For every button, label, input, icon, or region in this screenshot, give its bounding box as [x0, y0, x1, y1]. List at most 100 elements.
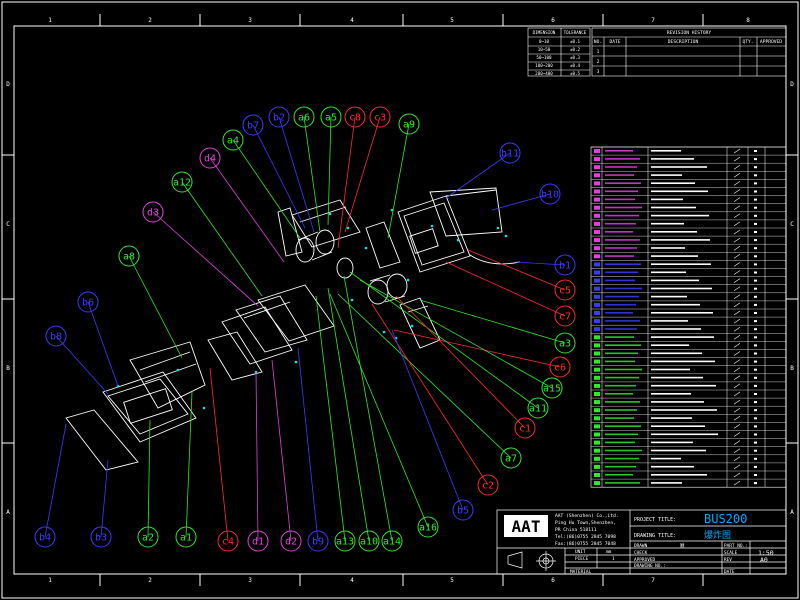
row-label: A [6, 509, 10, 516]
balloon-label: b5 [457, 506, 469, 517]
drawn-value: 顾 [680, 543, 685, 549]
leader-line [252, 124, 306, 229]
bom-row-desc-mark [651, 376, 703, 379]
balloon-label: b4 [39, 533, 51, 544]
bom-row-swatch [594, 432, 600, 437]
balloon-label: a8 [123, 252, 135, 263]
balloon-circle [554, 254, 576, 276]
bom-row-desc-mark [651, 457, 681, 460]
bom-row-partno-mark [605, 303, 636, 306]
bom-row-swatch [594, 375, 600, 380]
bom-row-partno-mark [605, 401, 640, 403]
bom-row-partno-mark [605, 425, 641, 427]
bom-row-qty-mark [754, 328, 757, 331]
leader-line [278, 116, 315, 233]
front-panel-part [102, 341, 206, 443]
bom-row-swatch [594, 221, 600, 226]
bom-row-qty-mark [754, 150, 757, 152]
tolerance-cell: 10~50 [538, 47, 551, 52]
bom-row-partno-mark [605, 231, 633, 233]
balloon-label: a4 [227, 136, 239, 147]
balloon-label: b8 [50, 332, 62, 343]
border-col-labels-bottom: 1 2 3 4 5 6 7 [48, 577, 655, 584]
balloon-label: b9 [312, 537, 324, 548]
revision-table [591, 27, 787, 77]
bom-row-swatch [594, 335, 600, 340]
bom-row-desc-mark [651, 336, 714, 338]
bom-row-swatch [594, 408, 600, 413]
balloon-label: c6 [554, 363, 566, 374]
fastener [328, 212, 332, 216]
bom-row-slash [733, 221, 741, 227]
row-label: D [6, 81, 10, 88]
leader-line [128, 255, 183, 359]
fastener [346, 226, 350, 230]
bom-row-qty-mark [754, 449, 757, 452]
bom-row-slash [733, 286, 741, 291]
leader-line [327, 287, 370, 542]
bom-row-desc-mark [651, 328, 701, 330]
balloon-label: d1 [252, 537, 264, 548]
material-label: MATERIAL [570, 569, 592, 575]
bom-row-partno-mark [605, 384, 636, 387]
balloon-circle [514, 417, 536, 439]
balloon-circle [541, 377, 563, 399]
bom-row-slash [733, 440, 741, 445]
bom-row-partno-mark [605, 279, 635, 282]
title-block-text: PROJECT TITLE: BUS200 DRAWING TITLE: 爆炸图… [570, 512, 774, 575]
leader-line [232, 139, 301, 239]
bom-row-desc-mark [651, 303, 700, 306]
col-label: 2 [148, 577, 152, 584]
balloon-label: a2 [142, 533, 154, 544]
bom-row-qty-mark [754, 206, 757, 209]
bom-row-slash [733, 383, 741, 389]
company-line: Ping Hu Town,Shenzhen, [555, 520, 616, 526]
bom-row-desc-mark [651, 166, 707, 168]
bom-row-qty-mark [754, 174, 757, 177]
bom-row-partno-mark [605, 190, 638, 193]
bom-row-slash [733, 472, 741, 478]
bom-row-slash [733, 189, 741, 194]
bom-row-slash [733, 270, 741, 275]
bom-row-swatch [594, 392, 600, 396]
bom-row-slash [733, 448, 741, 453]
balloon-label: a7 [505, 454, 517, 465]
bom-row-slash [733, 416, 741, 421]
fastener [496, 226, 500, 230]
bom-row-desc-mark [651, 441, 693, 444]
bom-row-slash [733, 245, 741, 251]
balloon-circle [293, 106, 315, 128]
company-line: PR China 518111 [555, 527, 597, 533]
balloon-circle [171, 171, 193, 193]
bom-row-qty-mark [754, 271, 757, 274]
bom-row-desc-mark [651, 190, 708, 193]
bom-row-qty-mark [754, 474, 757, 476]
bom-row-qty-mark [754, 425, 757, 428]
bom-row-slash [733, 164, 741, 170]
leader-line [297, 347, 319, 542]
bom-row-partno-mark [605, 255, 634, 257]
balloon-label: b10 [541, 190, 559, 201]
revision-header: QTY. [742, 39, 753, 45]
bom-row-partno-mark [605, 312, 633, 314]
bom-row-partno-mark [605, 150, 633, 152]
bom-row-qty-mark [754, 376, 757, 379]
leader-line [100, 459, 109, 538]
rear-housing-part [397, 187, 521, 273]
fastener [294, 360, 298, 364]
bom-row-slash [733, 156, 741, 162]
balloon-label: a13 [336, 537, 354, 548]
balloon-label: a11 [529, 404, 547, 415]
bom-row-desc-mark [651, 247, 685, 249]
balloon-label: a14 [383, 537, 401, 548]
fastener [350, 298, 354, 302]
bom-row-slash [733, 197, 741, 202]
row-label: B [6, 365, 10, 372]
bom-row-slash [733, 254, 741, 259]
bom-row-slash [733, 173, 741, 178]
bom-row-partno-mark [605, 222, 636, 225]
row-label: A [790, 509, 794, 516]
glass-sheet-part [65, 409, 139, 471]
bom-row-desc-mark [651, 158, 694, 160]
